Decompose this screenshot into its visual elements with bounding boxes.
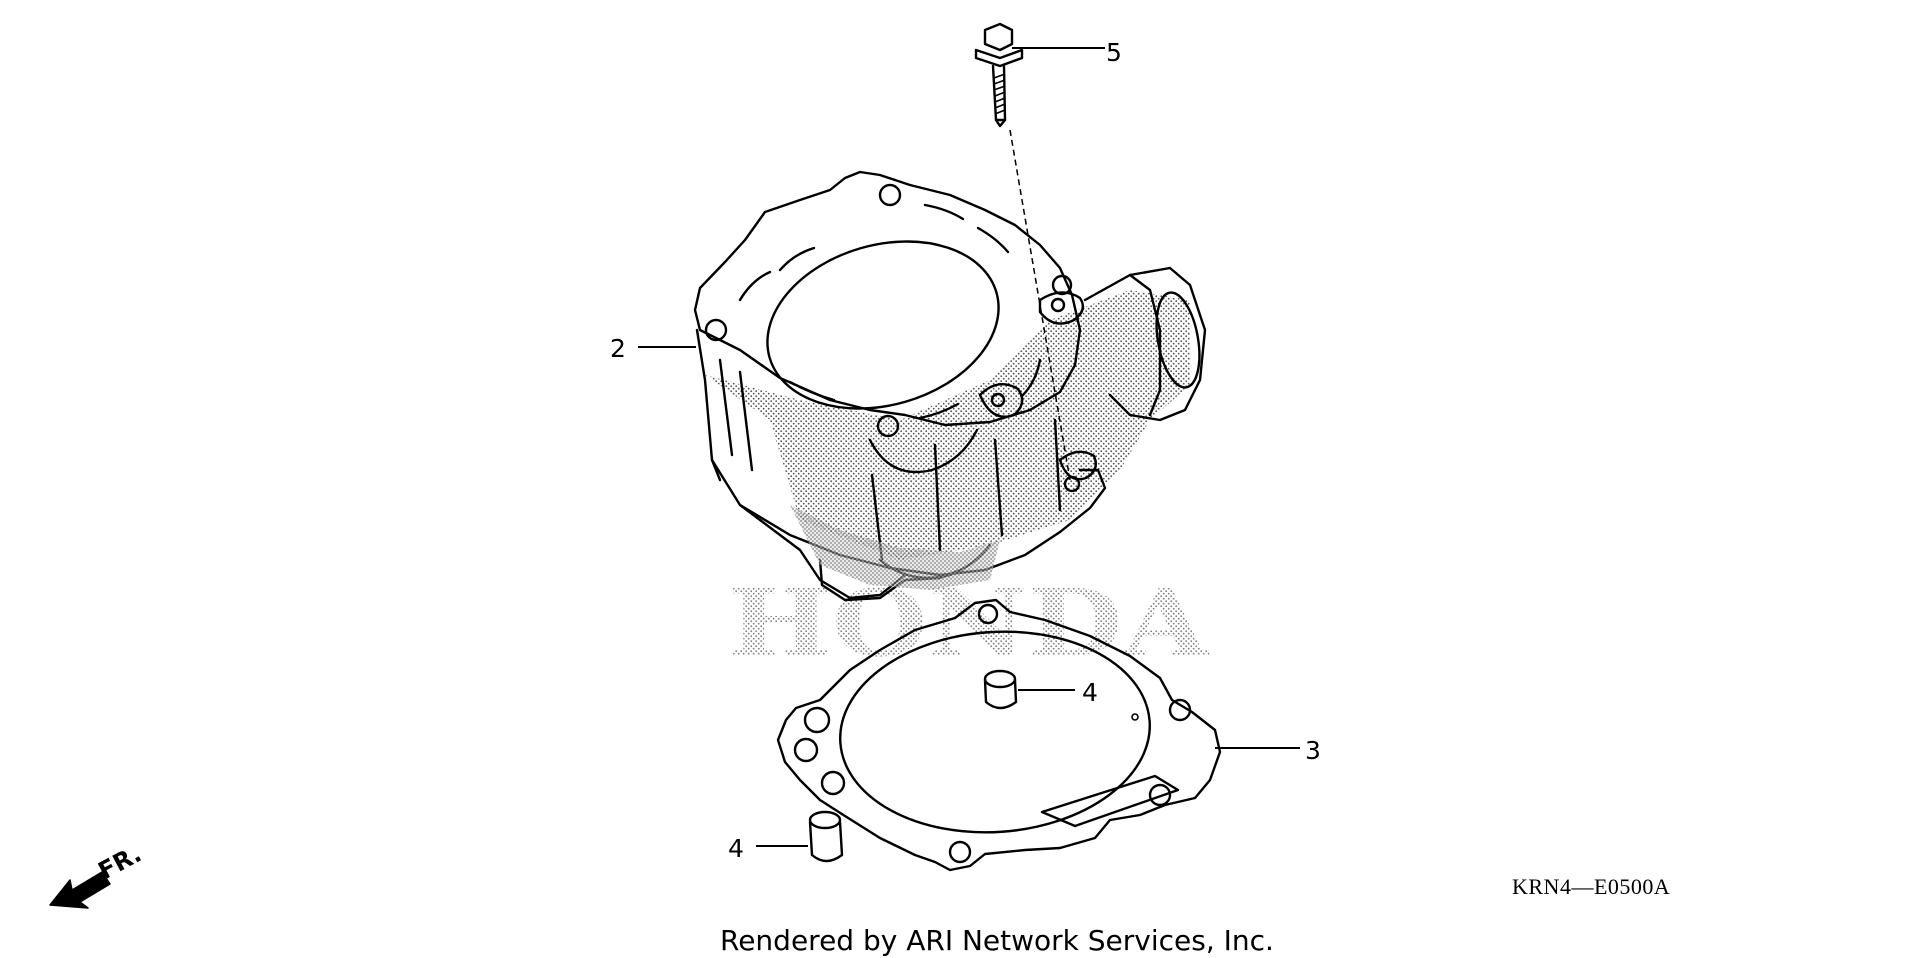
cylinder-bore — [766, 240, 1000, 410]
coolant-slot — [788, 380, 836, 402]
gasket-pin — [1131, 713, 1139, 721]
cylinder-drawing — [693, 170, 1207, 602]
diagram-code: KRN4—E0500A — [1512, 874, 1670, 899]
cylinder-lug-hole — [990, 392, 1006, 408]
stud-hole — [876, 414, 900, 438]
cylinder-bulge — [868, 428, 979, 474]
callout-dowel-lower[interactable]: 4 — [728, 834, 744, 863]
callout-cylinder[interactable]: 2 — [610, 334, 626, 363]
cylinder-port-lip — [1128, 273, 1162, 417]
cylinder-rib — [993, 438, 1004, 537]
cylinder-rib — [1053, 418, 1062, 512]
coolant-slot — [918, 402, 960, 420]
stud-hole — [1051, 274, 1073, 296]
cylinder-rib — [933, 443, 942, 552]
bolt-flange — [974, 48, 1024, 68]
stud-hole — [704, 318, 728, 342]
callout-gasket[interactable]: 3 — [1305, 736, 1321, 765]
gasket-hole — [1148, 783, 1172, 807]
cylinder-shadow — [790, 505, 1000, 590]
dowel-pin-lower-drawing — [808, 810, 844, 863]
gasket-hole — [793, 737, 819, 763]
front-arrow-icon — [49, 871, 111, 909]
gasket-outline — [776, 598, 1222, 872]
gasket-bore — [839, 630, 1151, 834]
flange-bolt-drawing — [974, 22, 1081, 493]
cylinder-port-opening — [1155, 291, 1201, 389]
cylinder-fin — [738, 370, 754, 472]
gasket-slot — [1040, 774, 1180, 828]
front-direction-indicator: FR. — [49, 840, 146, 909]
render-credit: Rendered by ARI Network Services, Inc. — [720, 924, 1274, 957]
coolant-slot — [1020, 358, 1042, 398]
coolant-slot — [923, 203, 965, 221]
cylinder-base-lower — [738, 503, 907, 600]
dowel-top — [808, 810, 842, 830]
cylinder-lug — [1038, 291, 1085, 325]
stud-hole — [878, 183, 902, 207]
gasket-hole — [1168, 698, 1192, 722]
honda-watermark: HONDA — [728, 569, 1210, 677]
gasket-hole — [803, 706, 831, 734]
cylinder-left-wall — [695, 328, 722, 482]
svg-text:HONDA: HONDA — [728, 569, 1210, 677]
bolt-hole — [1063, 475, 1081, 493]
gasket-hole — [977, 603, 999, 625]
coolant-slot — [778, 246, 816, 272]
cylinder-port — [1083, 266, 1207, 422]
dowel-pin-upper-drawing — [983, 669, 1018, 710]
gasket-hole — [948, 840, 972, 864]
callout-bolt[interactable]: 5 — [1106, 38, 1122, 67]
bolt-assembly-line — [1009, 129, 1071, 481]
dowel-body — [983, 678, 1018, 710]
bolt-tip — [994, 118, 1007, 128]
gasket-hole — [820, 770, 846, 796]
coolant-slot — [738, 270, 772, 302]
dowel-body — [808, 820, 844, 863]
cylinder-fin — [718, 358, 734, 457]
bolt-thread — [993, 73, 1006, 115]
dowel-top — [983, 669, 1017, 689]
cylinder-lug — [978, 383, 1024, 418]
bolt-head — [983, 22, 1014, 52]
coolant-slot — [976, 226, 1010, 254]
callout-dowel-upper[interactable]: 4 — [1082, 678, 1098, 707]
cylinder-lug-hole — [1050, 297, 1066, 313]
cylinder-gasket-drawing — [776, 598, 1222, 872]
